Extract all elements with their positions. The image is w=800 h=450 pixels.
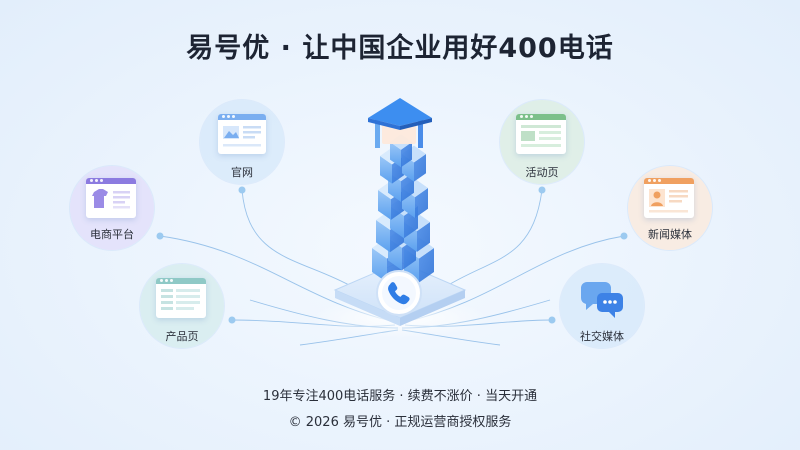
dot-social bbox=[548, 316, 556, 324]
node-ecommerce[interactable]: 电商平台 bbox=[68, 164, 156, 256]
footer-copyright: © 2026 易号优 · 正规运营商授权服务 bbox=[288, 415, 512, 430]
node-label: 活动页 bbox=[525, 166, 559, 179]
node-official-site[interactable]: 官网 bbox=[198, 98, 286, 190]
dot-product-page bbox=[228, 316, 236, 324]
node-label: 产品页 bbox=[165, 330, 199, 343]
dot-news bbox=[620, 232, 628, 240]
product-list-icon bbox=[156, 278, 206, 318]
dot-campaign bbox=[538, 186, 546, 194]
chat-bubbles-icon bbox=[580, 282, 623, 318]
node-news-media[interactable]: 新闻媒体 bbox=[626, 164, 714, 256]
connection-dots bbox=[156, 186, 628, 324]
page-title: 易号优 · 让中国企业用好400电话 bbox=[186, 33, 614, 64]
node-label: 社交媒体 bbox=[580, 330, 624, 343]
dot-ecommerce bbox=[156, 232, 164, 240]
node-label: 官网 bbox=[231, 166, 253, 179]
phone-icon bbox=[376, 270, 422, 316]
node-product-page[interactable]: 产品页 bbox=[138, 262, 226, 354]
dot-official-site bbox=[238, 186, 246, 194]
website-page-icon bbox=[218, 114, 266, 154]
tower-roof bbox=[368, 98, 432, 148]
node-campaign-page[interactable]: 活动页 bbox=[498, 98, 586, 190]
node-label: 电商平台 bbox=[90, 228, 134, 241]
footer-tagline: 19年专注400电话服务 · 续费不涨价 · 当天开通 bbox=[262, 389, 538, 404]
cube-tower-icon bbox=[372, 134, 434, 283]
node-social-media[interactable]: 社交媒体 bbox=[558, 262, 646, 354]
tower-cube bbox=[390, 134, 412, 168]
node-label: 新闻媒体 bbox=[648, 228, 692, 241]
shop-clothing-icon bbox=[86, 178, 136, 218]
news-profile-icon bbox=[644, 178, 694, 218]
campaign-page-icon bbox=[516, 114, 566, 154]
